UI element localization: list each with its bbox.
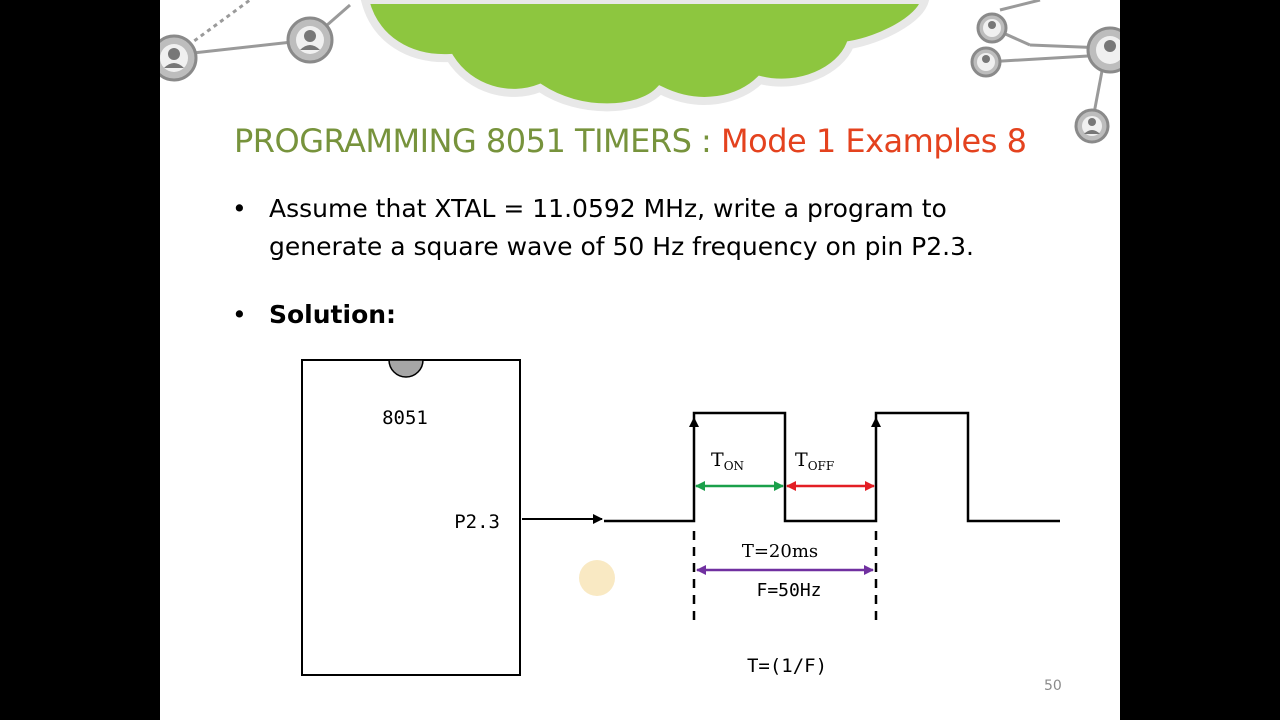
pin-label: P2.3 <box>454 511 500 533</box>
people-icon <box>286 16 334 64</box>
bullet-dot: • <box>232 194 247 223</box>
frequency-label: F=50Hz <box>756 580 821 601</box>
chip-label: 8051 <box>382 407 428 429</box>
slide-title: PROGRAMMING 8051 TIMERS : Mode 1 Example… <box>234 122 1027 160</box>
cloud-shape <box>360 0 930 112</box>
solution-label: Solution: <box>269 300 397 329</box>
header-decoration <box>160 0 1120 144</box>
t-on-label: TON <box>711 449 744 473</box>
page-number: 50 <box>1044 678 1062 694</box>
chip-notch <box>388 359 424 378</box>
square-wave-diagram: 8051 P2.3 TON TOFF T=20ms F=50Hz T=(1/F) <box>301 359 1060 677</box>
people-icon <box>160 34 198 82</box>
bullet-text-line2: generate a square wave of 50 Hz frequenc… <box>269 232 974 261</box>
people-icon <box>1086 26 1120 74</box>
bullet-text-line1: Assume that XTAL = 11.0592 MHz, write a … <box>269 194 947 223</box>
people-icon <box>1074 108 1110 144</box>
people-icon <box>976 12 1008 44</box>
period-formula: T=(1/F) <box>747 655 827 677</box>
bullet-dot: • <box>232 300 247 329</box>
people-icon <box>970 46 1002 78</box>
period-label: T=20ms <box>742 541 818 562</box>
t-off-label: TOFF <box>795 449 834 473</box>
pointer-highlight <box>579 560 615 596</box>
slide: PROGRAMMING 8051 TIMERS : Mode 1 Example… <box>160 0 1120 720</box>
title-subtopic: Mode 1 Examples 8 <box>721 122 1027 160</box>
title-topic: PROGRAMMING 8051 TIMERS : <box>234 122 721 160</box>
chip-8051-body <box>301 359 521 676</box>
